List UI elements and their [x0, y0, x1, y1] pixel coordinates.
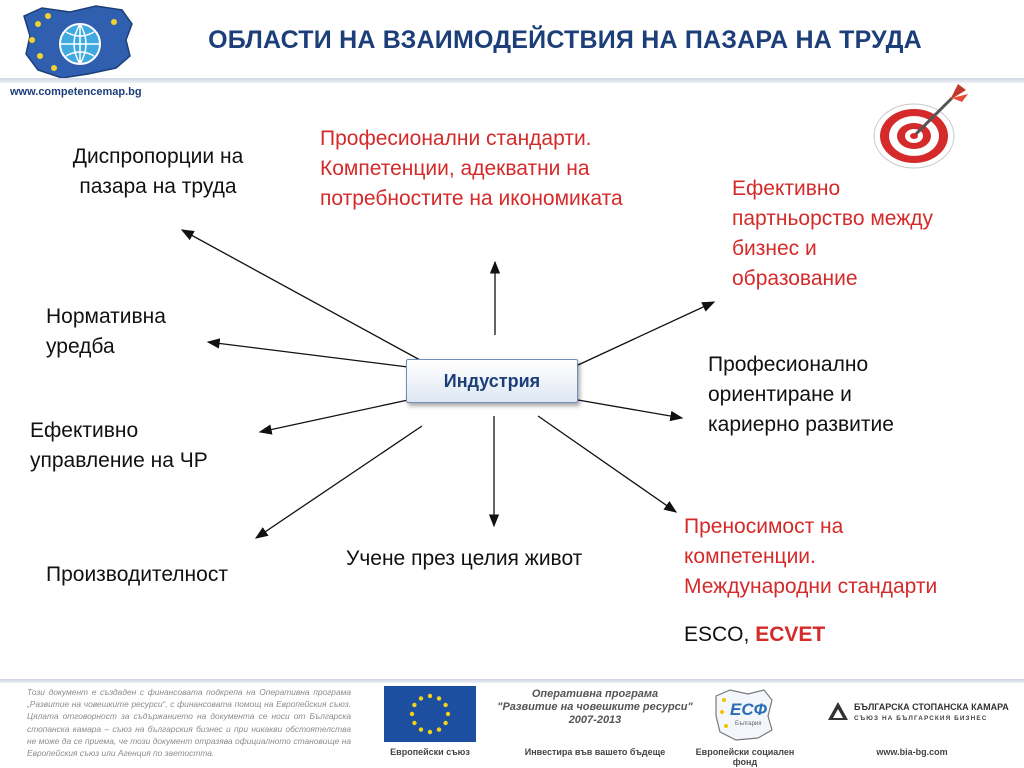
node-productivity: Производителност [46, 563, 228, 586]
arrow-to-guidance [577, 399, 684, 422]
eu-caption: Европейски съюз [390, 747, 470, 757]
node-professional-standards: Професионални стандарти. Компетенции, ад… [320, 127, 623, 210]
node-hr-management: Ефективно управление на ЧР [30, 419, 208, 472]
node-competence-transferability: Преносимост на компетенции. Международни… [684, 515, 938, 598]
arrow-to-regulation [206, 338, 409, 368]
bia-website-caption[interactable]: www.bia-bg.com [876, 747, 948, 757]
node-business-education-partnership: Ефективно партньорство между бизнес и об… [732, 177, 934, 290]
bia-logo-icon [828, 702, 848, 720]
esf-caption: Европейски социален фонд [695, 747, 795, 767]
esf-logo-text: ЕСФ [730, 700, 767, 719]
esf-bulgaria-logo [715, 689, 773, 741]
funding-disclaimer: Този документ е създаден с финансовата п… [27, 687, 351, 759]
bulgaria-map-logo [23, 5, 133, 79]
arrow-to-transferability [537, 415, 678, 513]
industry-center-box: Индустрия [406, 359, 578, 403]
node-esco-ecvet: ESCO, ECVET [684, 620, 825, 650]
esf-logo-subtext: България [735, 721, 762, 727]
arrow-to-productivity [254, 425, 423, 539]
node-career-guidance: Професионално ориентиране и кариерно раз… [708, 353, 894, 436]
bia-subtitle: СЪЮЗ НА БЪЛГАРСКИЯ БИЗНЕС [854, 715, 988, 722]
arrow-to-imbalances [180, 229, 421, 361]
site-url[interactable]: www.competencemap.bg [10, 86, 142, 98]
arrow-to-partnership [577, 301, 716, 366]
page-title: ОБЛАСТИ НА ВЗАИМОДЕЙСТВИЯ НА ПАЗАРА НА Т… [208, 26, 922, 54]
operational-program-caption: Инвестира във вашето бъдеще [524, 747, 666, 757]
header-divider [0, 78, 1024, 83]
node-labour-market-imbalances: Диспропорции на пазара на труда [72, 145, 244, 198]
node-lifelong-learning: Учене през целия живот [346, 547, 583, 570]
target-dart-icon [873, 84, 968, 169]
ecvet-label: ECVET [755, 623, 826, 646]
arrow-to-hr [258, 399, 409, 435]
eu-flag-logo [384, 686, 476, 742]
footer-divider [0, 679, 1024, 683]
bia-name: БЪЛГАРСКА СТОПАНСКА КАМАРА [854, 702, 1009, 712]
esco-label: ESCO, [684, 623, 756, 646]
operational-program-logo: Оперативна програма "Развитие на човешки… [497, 688, 693, 726]
node-regulation: Нормативна уредба [46, 305, 166, 358]
